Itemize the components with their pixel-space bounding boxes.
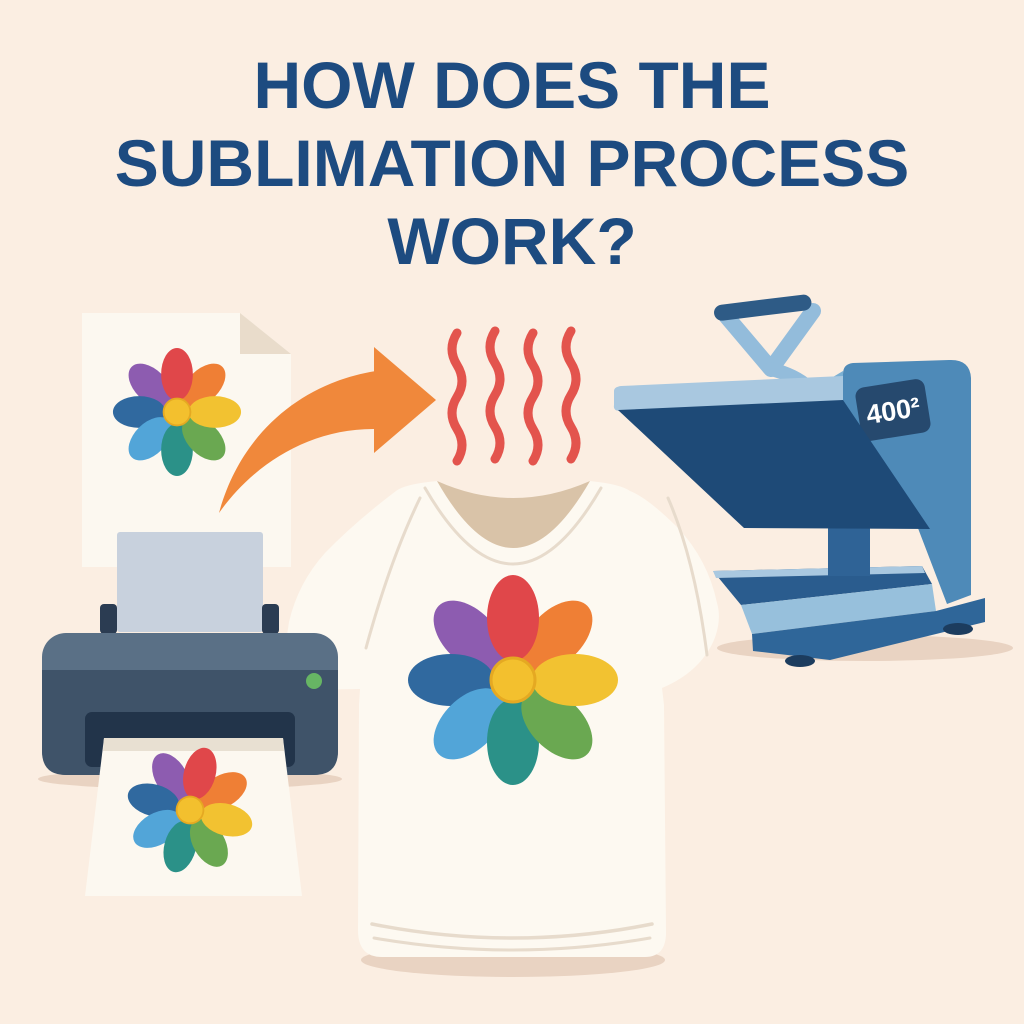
temperature-display-panel xyxy=(855,379,931,441)
press-base-middle xyxy=(741,584,936,634)
press-handle-arms xyxy=(719,303,821,377)
left-sleeve-stitch xyxy=(364,496,422,650)
press-handle-grip xyxy=(714,294,812,321)
printer-power-led xyxy=(306,673,322,689)
collar-stitch-line xyxy=(423,486,603,566)
page-title-line-3: WORK? xyxy=(387,204,637,278)
heat-wave-1 xyxy=(447,328,467,466)
printer-feed-paper xyxy=(117,532,263,632)
printout-graphic xyxy=(85,730,302,896)
press-base-bottom xyxy=(752,598,985,660)
hem-stitch-line-1 xyxy=(370,922,654,940)
arrow-swoosh xyxy=(219,371,376,513)
temperature-display: 400² xyxy=(855,379,931,441)
heat-waves-graphic xyxy=(447,326,581,466)
page-title: HOW DOES THE SUBLIMATION PROCESS WORK? xyxy=(0,46,1024,280)
right-sleeve-stitch xyxy=(666,496,709,657)
printout-top-shading xyxy=(103,738,284,751)
hem-stitch-line-2 xyxy=(372,936,652,952)
press-lower-platen-highlight xyxy=(713,566,925,578)
press-upper-platen xyxy=(618,400,930,529)
page-title-line-1: HOW DOES THE xyxy=(253,48,771,122)
flower-design-on-shirt xyxy=(406,573,620,787)
page-title-line-2: SUBLIMATION PROCESS xyxy=(114,126,910,200)
press-foot-left xyxy=(785,655,815,667)
heat-wave-4 xyxy=(561,326,581,464)
arrow-head xyxy=(374,347,436,453)
transfer-arrow-graphic xyxy=(219,347,436,513)
printer-guide-post-left xyxy=(100,604,117,634)
heat-press-graphic: 400² xyxy=(613,294,1013,667)
flower-design-on-paper xyxy=(112,347,242,477)
printer-guide-post-right xyxy=(262,604,279,634)
press-upper-platen-top xyxy=(613,376,843,411)
design-paper-graphic xyxy=(82,313,291,567)
tshirt-collar xyxy=(437,481,590,548)
tshirt-graphic xyxy=(284,481,719,977)
design-paper-corner-fold xyxy=(240,313,291,354)
press-foot-right xyxy=(943,623,973,635)
printer-graphic xyxy=(38,313,342,896)
heat-wave-3 xyxy=(523,328,543,466)
heat-wave-2 xyxy=(485,326,505,464)
